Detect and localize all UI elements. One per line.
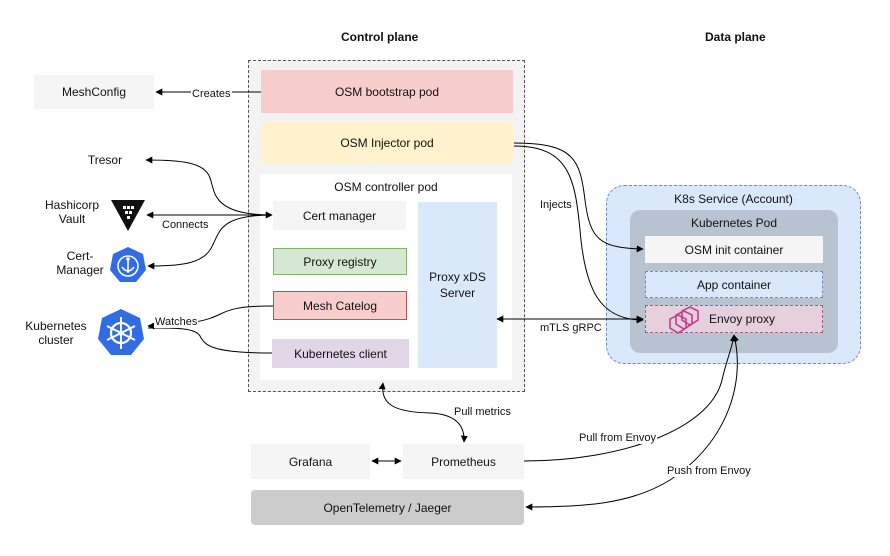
tresor-label: Tresor [87, 153, 123, 167]
cert-manager-icon [109, 246, 147, 289]
envoy-icon [668, 305, 708, 340]
osm-controller-pod-label: OSM controller pod [334, 180, 438, 194]
envoy-proxy-label: Envoy proxy [708, 312, 776, 326]
prometheus-box: Prometheus [403, 444, 524, 479]
k8s-service-label: K8s Service (Account) [674, 192, 793, 206]
creates-edge-label: Creates [191, 88, 232, 100]
kubernetes-client-component: Kubernetes client [272, 339, 409, 368]
watches-edge-label: Watches [154, 316, 199, 328]
hashicorp-vault-icon [110, 197, 146, 238]
envoy-proxy-container: Envoy proxy [645, 305, 823, 333]
push-from-envoy-edge-label: Push from Envoy [666, 465, 752, 477]
opentelemetry-jaeger-box: OpenTelemetry / Jaeger [251, 490, 524, 525]
mesh-catalog-component: Mesh Catelog [273, 291, 407, 320]
proxy-xds-server: Proxy xDS Server [418, 202, 497, 368]
grafana-box: Grafana [251, 444, 370, 479]
kubernetes-cluster-label: Kubernetes cluster [25, 319, 87, 347]
mtls-grpc-edge-label: mTLS gRPC [539, 322, 603, 334]
meshconfig-box: MeshConfig [34, 75, 154, 109]
osm-init-container: OSM init container [645, 236, 823, 263]
data-plane-header: Data plane [705, 30, 766, 44]
pull-metrics-edge-label: Pull metrics [453, 406, 512, 418]
connects-edge-label: Connects [161, 219, 210, 231]
pull-from-envoy-edge-label: Pull from Envoy [578, 432, 658, 444]
kubernetes-icon [97, 308, 145, 361]
osm-bootstrap-pod: OSM bootstrap pod [261, 70, 513, 113]
proxy-registry-component: Proxy registry [273, 248, 407, 275]
osm-injector-pod: OSM Injector pod [261, 122, 513, 164]
injects-edge-label: Injects [539, 199, 573, 211]
cert-manager-component: Cert manager [273, 201, 406, 230]
hashicorp-vault-label: Hashicorp Vault [44, 198, 100, 226]
cert-manager-label: Cert-Manager [56, 249, 104, 277]
kubernetes-pod-label: Kubernetes Pod [690, 216, 778, 230]
control-plane-header: Control plane [341, 30, 419, 44]
app-container: App container [645, 271, 823, 298]
